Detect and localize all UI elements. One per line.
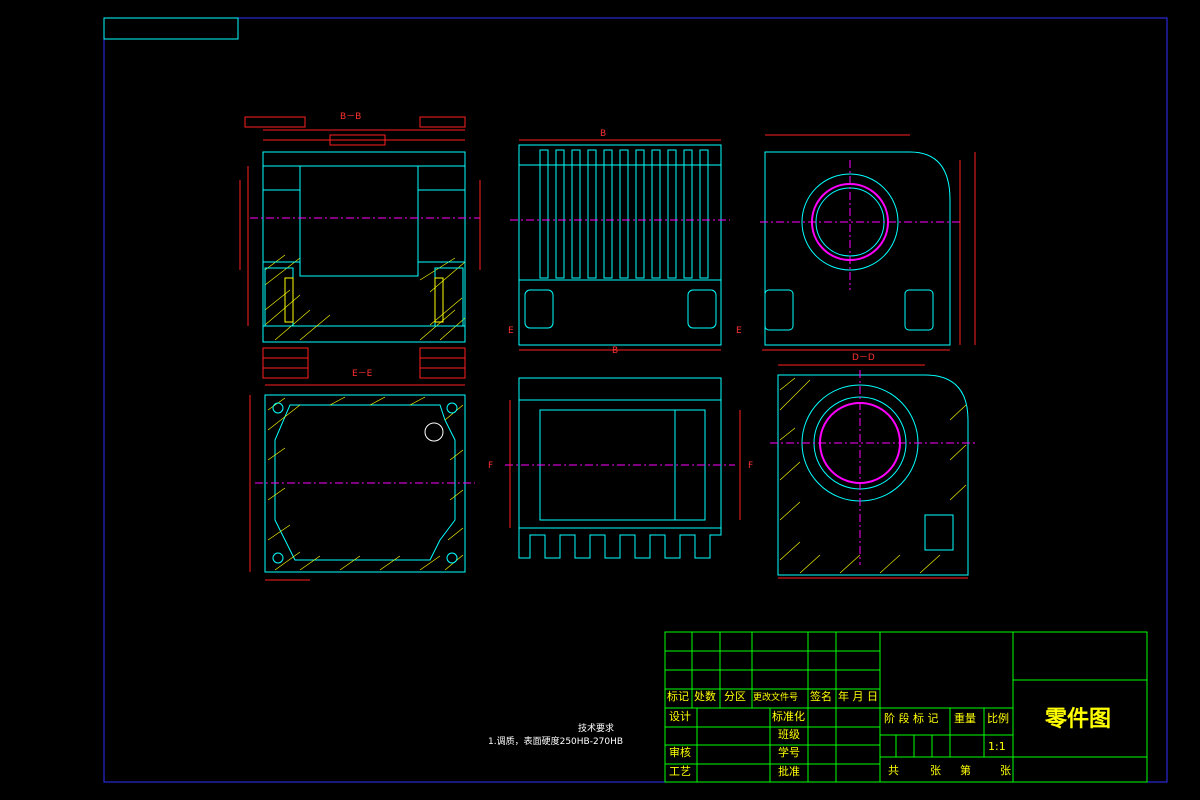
view-section-bb: B－B xyxy=(239,112,481,379)
drawing-name: 零件图 xyxy=(1044,707,1111,732)
stage-mark-header: 阶 段 标 记 xyxy=(884,711,939,725)
rev-header-1: 标记 xyxy=(667,689,689,703)
title-block xyxy=(664,631,1148,783)
label-b-top: B xyxy=(600,129,606,139)
corner-box xyxy=(103,17,239,40)
title-block-text: 标记 处数 分区 更改文件号 签名 年 月 日 设计 审核 工艺 标准化 班级 … xyxy=(667,689,1111,778)
tech-req-item-1: 1.调质，表面硬度250HB-270HB xyxy=(488,735,623,747)
label-f-right: F xyxy=(748,461,753,471)
scale-header: 比例 xyxy=(987,711,1009,725)
view-front: B B E E xyxy=(508,129,742,356)
tech-req-heading: 技术要求 xyxy=(578,722,614,734)
view-section-dd: D－D xyxy=(770,353,975,579)
outer-frame xyxy=(103,17,1168,783)
label-section-dd: D－D xyxy=(852,353,875,363)
rev-header-6: 年 月 日 xyxy=(838,689,878,703)
row-design: 设计 xyxy=(669,710,691,723)
view-side xyxy=(760,134,976,351)
row-class: 班级 xyxy=(778,728,800,741)
label-e-right: E xyxy=(736,326,742,336)
sheet-current-label: 第 xyxy=(960,763,971,777)
sheet-total-label: 共 xyxy=(888,764,899,777)
rev-header-4: 更改文件号 xyxy=(753,691,798,703)
row-review: 审核 xyxy=(669,745,691,759)
rev-header-5: 签名 xyxy=(810,689,832,703)
weight-header: 重量 xyxy=(954,711,976,725)
rev-header-2: 处数 xyxy=(694,690,716,703)
label-section-bb: B－B xyxy=(340,112,361,122)
view-section-ee: E－E xyxy=(249,369,475,581)
label-b-bottom: B xyxy=(612,346,618,356)
label-e-left: E xyxy=(508,326,514,336)
row-approve: 批准 xyxy=(778,764,800,778)
sheet-current-unit: 张 xyxy=(1000,764,1011,777)
label-f-left: F xyxy=(488,461,493,471)
row-standard: 标准化 xyxy=(772,709,805,723)
row-process: 工艺 xyxy=(669,765,691,778)
sheet-total-unit: 张 xyxy=(930,764,941,777)
rev-header-3: 分区 xyxy=(724,690,746,703)
scale-value: 1:1 xyxy=(988,740,1006,753)
label-section-ee: E－E xyxy=(352,369,373,379)
view-top: F F xyxy=(488,377,753,559)
row-student-id: 学号 xyxy=(778,745,800,759)
